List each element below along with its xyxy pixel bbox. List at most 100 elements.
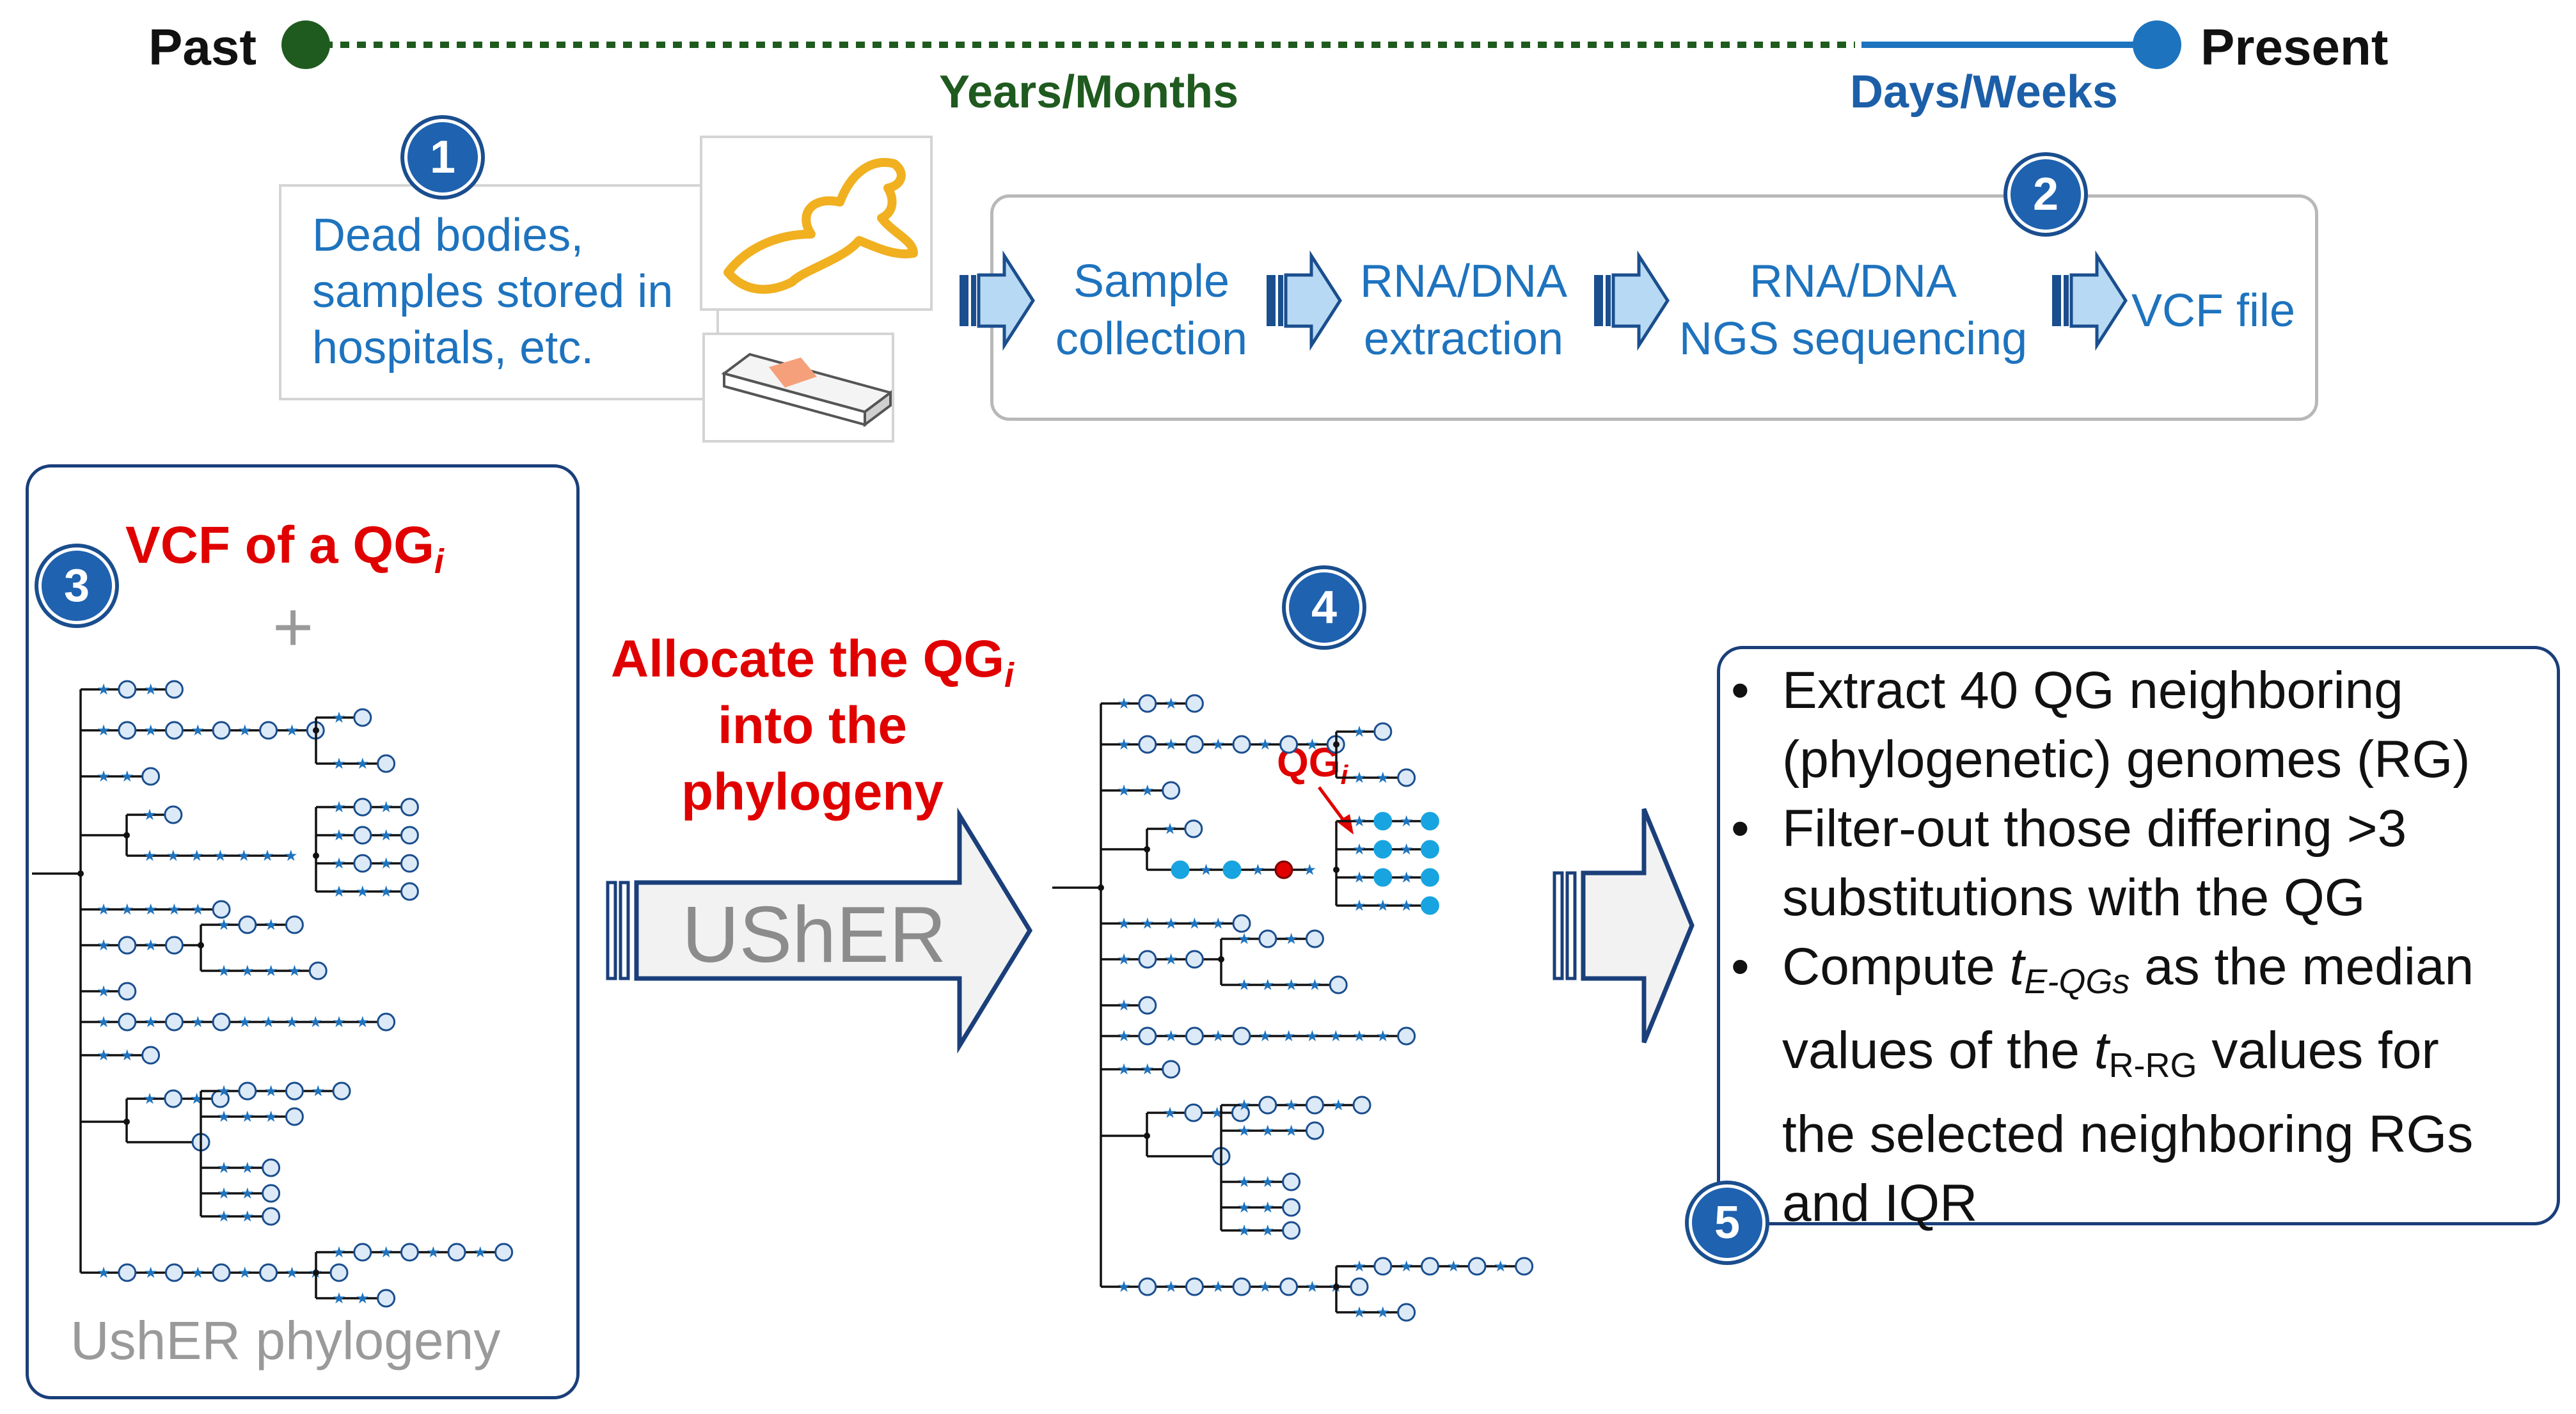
bullet-3-line-2-b: values for xyxy=(2197,1021,2439,1080)
tree-node xyxy=(1232,914,1251,933)
tree-node xyxy=(1420,1257,1439,1276)
star-icon: ★ xyxy=(1376,897,1390,915)
tree-node xyxy=(212,900,231,919)
star-icon: ★ xyxy=(1261,1173,1275,1191)
star-icon: ★ xyxy=(168,900,182,918)
tree-junction xyxy=(313,727,319,734)
allocate-line-1-subscript: i xyxy=(1004,656,1015,695)
step1-badge: 1 xyxy=(404,119,481,196)
allocate-line-1: Allocate the QGi xyxy=(569,633,1055,693)
star-icon: ★ xyxy=(241,1184,255,1202)
tree-node xyxy=(1420,812,1439,831)
star-icon: ★ xyxy=(97,680,111,698)
stage-3-line-1: RNA/DNA xyxy=(1749,256,1957,307)
bullet-3-t-symbol-2: t xyxy=(2094,1021,2109,1080)
tree-node xyxy=(1162,1060,1181,1079)
bullet-3-line-1-a: Compute xyxy=(1782,938,2010,996)
tree-node xyxy=(1232,1277,1251,1296)
star-icon: ★ xyxy=(217,962,231,980)
tree-node xyxy=(377,754,396,773)
star-icon: ★ xyxy=(1258,1278,1272,1296)
star-icon: ★ xyxy=(1261,1222,1275,1239)
star-icon: ★ xyxy=(1211,1027,1225,1045)
step2-arrow-2 xyxy=(1267,250,1342,351)
tree-node xyxy=(1185,735,1204,754)
tree-node xyxy=(212,1263,231,1282)
star-icon: ★ xyxy=(473,1243,487,1261)
tree-node xyxy=(164,680,184,699)
step1-line-2: samples stored in xyxy=(312,266,674,317)
star-icon: ★ xyxy=(1258,1027,1272,1045)
body-outline-image xyxy=(700,136,933,311)
tree-node xyxy=(1279,1277,1299,1296)
step2-arrows xyxy=(960,250,2128,351)
star-icon: ★ xyxy=(1400,812,1414,830)
star-icon: ★ xyxy=(332,1013,346,1031)
tree-junction xyxy=(313,1269,319,1276)
stage-2-line-2: extraction xyxy=(1363,313,1564,365)
star-icon: ★ xyxy=(332,883,346,900)
star-icon: ★ xyxy=(1352,1303,1366,1321)
star-icon: ★ xyxy=(1258,735,1272,753)
star-icon: ★ xyxy=(97,900,111,918)
step5-bullet-2: Filter-out those differing >3substitutio… xyxy=(1718,794,2550,932)
star-icon: ★ xyxy=(285,721,299,739)
present-label: Present xyxy=(2201,19,2389,75)
star-icon: ★ xyxy=(191,900,205,918)
star-icon: ★ xyxy=(97,1264,111,1282)
stage-4-label: VCF file xyxy=(2131,285,2296,336)
star-icon: ★ xyxy=(1188,915,1202,932)
tree-node xyxy=(400,826,419,845)
star-icon: ★ xyxy=(120,900,134,918)
bullet-3-line-4: and IQR xyxy=(1782,1174,1978,1232)
star-icon: ★ xyxy=(191,721,205,739)
star-icon: ★ xyxy=(1141,915,1155,932)
star-icon: ★ xyxy=(1352,868,1366,886)
tree-node xyxy=(1305,1096,1324,1115)
star-icon: ★ xyxy=(1117,1278,1131,1296)
star-icon: ★ xyxy=(1251,861,1265,879)
star-icon: ★ xyxy=(356,1289,370,1307)
tree-node xyxy=(285,1081,304,1101)
tree-node xyxy=(400,854,419,873)
star-icon: ★ xyxy=(1117,950,1131,968)
star-icon: ★ xyxy=(214,847,228,865)
tree-node xyxy=(285,1107,304,1126)
star-icon: ★ xyxy=(264,1108,278,1126)
tree-node xyxy=(1185,950,1204,969)
stage-1-line-2: collection xyxy=(1055,313,1248,365)
tree-node xyxy=(1138,996,1157,1015)
tree-node xyxy=(353,854,372,873)
tree-node xyxy=(1232,1026,1251,1046)
star-icon: ★ xyxy=(1376,1303,1390,1321)
tree-junction xyxy=(1144,846,1150,852)
tree-node xyxy=(118,680,137,699)
star-icon: ★ xyxy=(144,1013,158,1031)
star-icon: ★ xyxy=(143,1090,157,1108)
star-icon: ★ xyxy=(332,798,346,816)
tree-node xyxy=(400,882,419,901)
star-icon: ★ xyxy=(217,1082,231,1100)
step2-arrow-3 xyxy=(1594,250,1670,351)
star-icon: ★ xyxy=(144,1264,158,1282)
plus-sign: + xyxy=(273,588,314,666)
star-icon: ★ xyxy=(1352,1027,1366,1045)
star-icon: ★ xyxy=(1494,1257,1508,1275)
star-icon: ★ xyxy=(144,936,158,954)
star-icon: ★ xyxy=(241,1207,255,1225)
tree-node xyxy=(1185,694,1204,713)
star-icon: ★ xyxy=(1117,915,1131,932)
tree-node xyxy=(118,1263,137,1282)
star-icon: ★ xyxy=(379,1243,393,1261)
star-icon: ★ xyxy=(191,1013,205,1031)
tree-node xyxy=(1420,840,1439,859)
tree-node xyxy=(353,826,372,845)
tree-junction xyxy=(77,870,84,877)
star-icon: ★ xyxy=(1306,1278,1320,1296)
slide-image xyxy=(702,333,894,443)
star-icon: ★ xyxy=(1237,1198,1251,1216)
star-icon: ★ xyxy=(217,1108,231,1126)
tree-node xyxy=(1373,722,1393,741)
tree-node xyxy=(1138,950,1157,969)
star-icon: ★ xyxy=(241,1159,255,1177)
